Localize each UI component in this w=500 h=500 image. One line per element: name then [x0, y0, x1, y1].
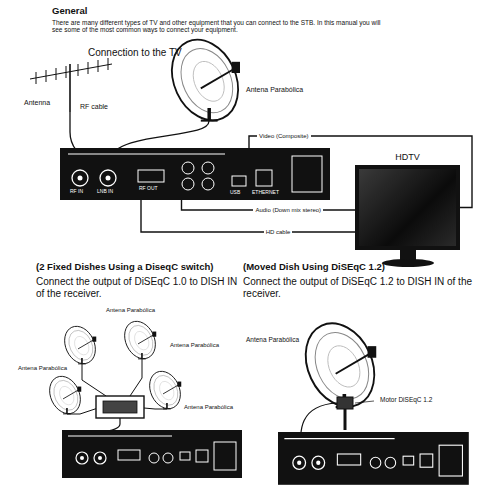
intro-text: There are many different types of TV and… [52, 19, 382, 34]
motorized-dish [278, 312, 469, 485]
cable-label: Video (Composite) [257, 133, 311, 140]
connector-label: LNB IN [97, 189, 113, 194]
dish-label: Antena Parabólica [106, 307, 155, 314]
hdtv-screen: HDTV [355, 165, 460, 250]
tv-stand [382, 250, 434, 267]
instruction-text: Connect the output of DiSEqC 1.2 to DISH… [243, 276, 483, 299]
dish-label: Antena Parabólica [170, 342, 219, 349]
section-heading: (Moved Dish Using DiSEqC 1.2) [243, 262, 493, 273]
receiver-panel [60, 148, 330, 200]
receiver-panel: RF IN LNB IN RF OUT USB ETHERNET [60, 148, 330, 200]
section-heading: Connection to the TV [88, 47, 182, 59]
cable [141, 200, 355, 232]
cable-label: RF cable [80, 103, 108, 111]
satellite-dish [159, 29, 250, 131]
connector-label: RF OUT [139, 186, 158, 191]
cable-label: HD cable [264, 229, 293, 236]
dish-label: Antena Parabólica [246, 86, 303, 94]
instruction-text: Connect the output of DiSEqC 1.0 to DISH… [36, 276, 248, 299]
cable-label: Audio (Down mix stereo) [253, 207, 323, 214]
page-heading: General [52, 6, 87, 17]
section-heading: (2 Fixed Dishes Using a DiseqC switch) [36, 262, 241, 273]
fixed-dishes [44, 316, 242, 478]
connector-label: RF IN [70, 189, 83, 194]
antenna-label: Antenna [24, 99, 50, 107]
connector-label: USB [230, 190, 240, 195]
screen-label: HDTV [395, 152, 420, 162]
motor-label: Motor DiSEqC 1.2 [380, 396, 432, 403]
connector-label: ETHERNET [252, 190, 279, 195]
dish-label: Antena Parabólica [246, 336, 299, 343]
dish-label: Antena Parabólica [18, 365, 67, 372]
dish-label: Antena Parabólica [184, 404, 233, 411]
